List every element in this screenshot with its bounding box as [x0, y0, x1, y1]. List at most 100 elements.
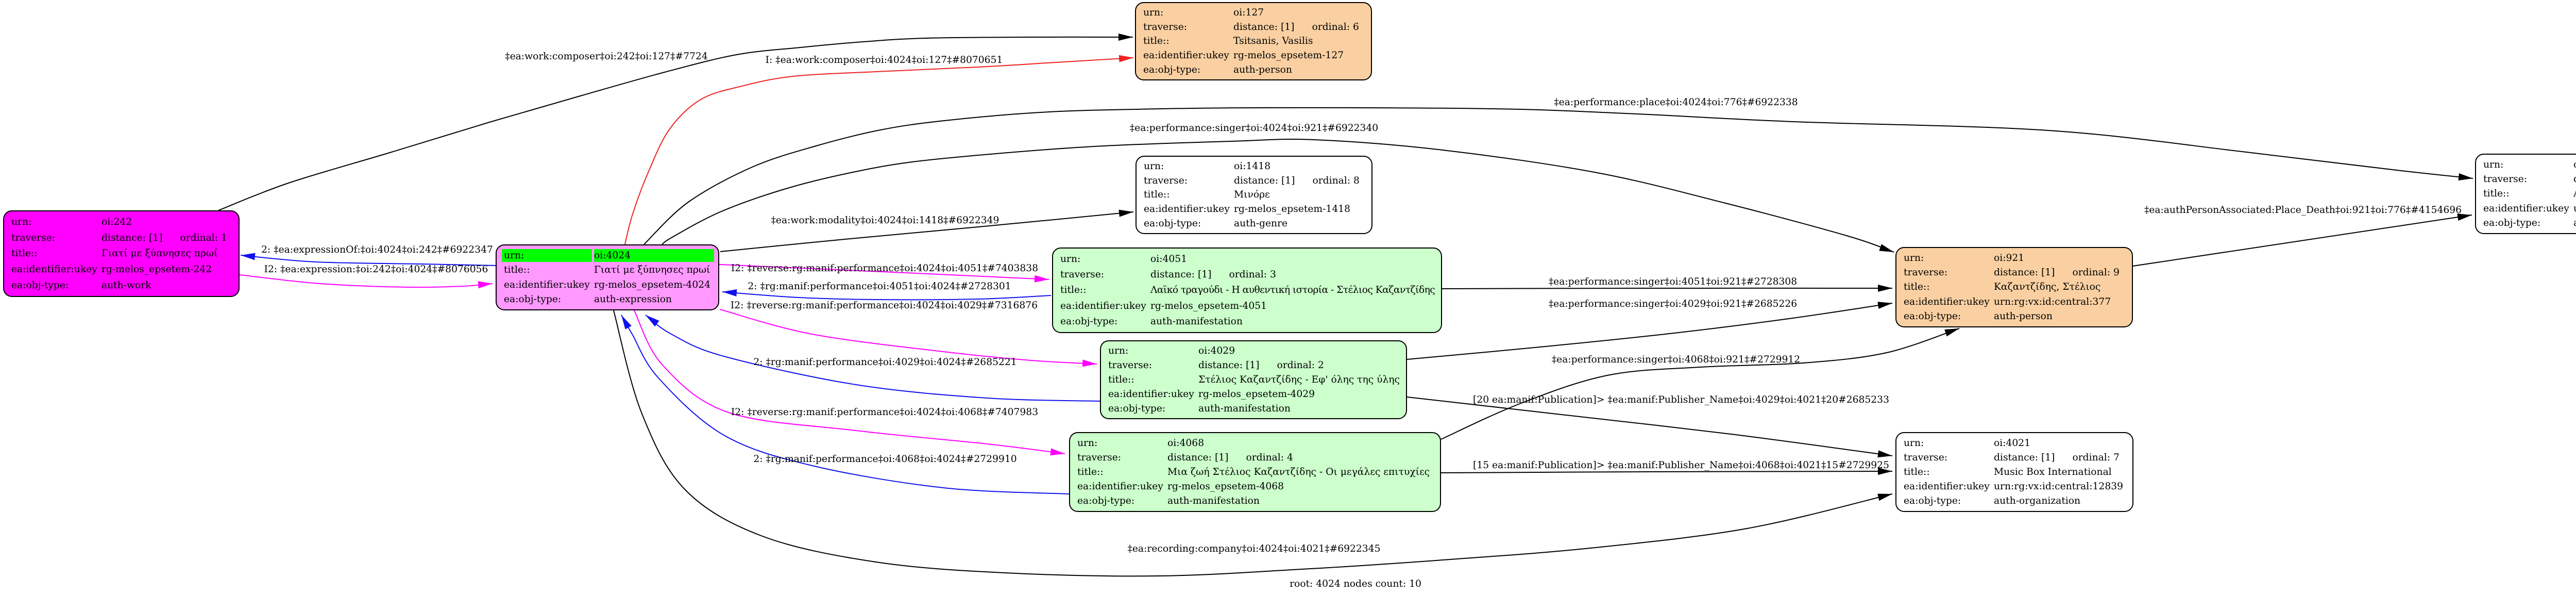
graph-node-4051[interactable]: urn: oi:4051 traverse: distance: [1]ordi…	[1052, 247, 1442, 333]
node-cell-value: oi:4029	[1198, 345, 1235, 357]
node-cell-value: Music Box International	[1994, 466, 2112, 477]
edge-label-recording-company-4024-4021: ‡ea:recording:company‡oi:4024‡oi:4021‡#6…	[1127, 543, 1381, 554]
edge-label-work-composer-4024-127: I: ‡ea:work:composer‡oi:4024‡oi:127‡#807…	[765, 55, 1003, 65]
edge-performance-place-4024-776[interactable]	[643, 107, 2473, 245]
edge-manif-publisher-name-4068-4021[interactable]	[1440, 468, 1893, 475]
edge-reverse-manif-performance-4024-4051[interactable]	[719, 264, 1049, 283]
node-row: title:: Μια ζωή Στέλιος Καζαντζίδης - Οι…	[1077, 466, 1436, 478]
edge-label-manif-performance-4051-4024: 2: ‡rg:manif:performance‡oi:4051‡oi:4024…	[748, 281, 1011, 292]
node-cell-value: distance: [1]	[1233, 21, 1295, 32]
edge-expressionOf-4024-242[interactable]	[240, 253, 496, 266]
node-row: title:: Στέλιος Καζαντζίδης - Εφ' όλης τ…	[1108, 373, 1402, 386]
graph-node-127[interactable]: urn: oi:127 traverse: distance: [1]ordin…	[1135, 2, 1372, 80]
node-cell-value: auth-work	[101, 280, 151, 291]
node-row: urn: oi:242	[11, 216, 234, 228]
edge-performance-singer-4068-921[interactable]	[1440, 328, 1960, 440]
edge-reverse-manif-performance-4024-4068[interactable]	[634, 310, 1065, 456]
edge-manif-performance-4029-4024[interactable]	[645, 315, 1100, 402]
node-cell-label: traverse:	[1904, 452, 1948, 463]
node-row: traverse: distance: [1]ordinal: 6	[1143, 21, 1367, 34]
edge-label-manif-performance-4068-4024: 2: ‡rg:manif:performance‡oi:4068‡oi:4024…	[753, 454, 1017, 465]
edge-expression-242-4024[interactable]	[239, 274, 493, 289]
edge-label-reverse-manif-performance-4024-4068: I2: ‡reverse:rg:manif:performance‡oi:402…	[731, 407, 1039, 418]
node-cell-label: ea:identifier:ukey	[1143, 50, 1229, 61]
node-row: ea:obj-type: auth-organization	[1904, 494, 2128, 507]
node-cell-value: auth-place	[2573, 217, 2576, 229]
node-cell-value: auth-manifestation	[1198, 403, 1291, 414]
node-cell-label: title::	[504, 265, 530, 276]
node-cell-label: ea:obj-type:	[2483, 218, 2541, 229]
edge-reverse-manif-performance-4024-4029[interactable]	[719, 309, 1097, 367]
graph-node-242[interactable]: urn: oi:242 traverse: distance: [1]ordin…	[3, 210, 240, 297]
graph-node-921[interactable]: urn: oi:921 traverse: distance: [1]ordin…	[1895, 247, 2133, 327]
node-cell-label: ea:identifier:ukey	[11, 264, 97, 275]
node-row: ea:identifier:ukey urn:rg:vx:id:central:…	[2483, 202, 2576, 215]
node-cell-label: ea:identifier:ukey	[1904, 481, 1990, 492]
node-row: ea:identifier:ukey rg-melos_epsetem-1418	[1144, 203, 1367, 216]
node-cell-value: oi:776	[2573, 158, 2576, 171]
edge-manif-performance-4051-4024[interactable]	[722, 289, 1052, 301]
edge-work-modality-4024-1418[interactable]	[720, 209, 1134, 252]
node-row: title:: Αθήνα	[2483, 187, 2576, 200]
node-cell-value: rg-melos_epsetem-127	[1233, 50, 1344, 61]
node-row: traverse: distance: [1]ordinal: 7	[1904, 451, 2128, 464]
node-cell-value: Στέλιος Καζαντζίδης - Εφ' όλης της ύλης	[1198, 374, 1400, 385]
node-cell-label: ea:obj-type:	[1108, 403, 1166, 414]
graph-node-4068[interactable]: urn: oi:4068 traverse: distance: [1]ordi…	[1069, 432, 1441, 512]
node-cell-value: Αθήνα	[2573, 187, 2576, 200]
graph-node-4021[interactable]: urn: oi:4021 traverse: distance: [1]ordi…	[1895, 432, 2133, 512]
node-cell-value: urn:rg:vx:id:central:216	[2573, 202, 2576, 215]
node-cell-value2: ordinal: 3	[1229, 269, 1276, 280]
node-cell-value: distance: [1]	[1167, 452, 1229, 463]
node-cell-value: oi:4051	[1150, 253, 1188, 265]
node-cell-value: distance: [1]	[101, 232, 163, 243]
node-cell-value: oi:4068	[1167, 437, 1205, 449]
node-row: traverse: distance: [1]ordinal: 5	[2483, 173, 2576, 186]
edge-performance-singer-4029-921[interactable]	[1406, 302, 1893, 360]
node-cell-value: distance: [1]	[2573, 173, 2576, 186]
edge-manif-performance-4068-4024[interactable]	[621, 315, 1070, 494]
node-row: ea:identifier:ukey urn:rg:vx:id:central:…	[1904, 295, 2128, 308]
node-cell-label: urn:	[502, 249, 592, 262]
node-cell-value2: ordinal: 9	[2072, 267, 2120, 278]
node-row: traverse: distance: [1]ordinal: 1	[11, 232, 234, 244]
edge-recording-company-4024-4021[interactable]	[613, 310, 1893, 577]
node-cell-label: ea:obj-type:	[11, 280, 69, 291]
node-row: title:: Λαϊκό τραγούδι - Η αυθεντική ιστ…	[1060, 284, 1437, 296]
graph-node-776[interactable]: urn: oi:776 traverse: distance: [1]ordin…	[2475, 154, 2576, 234]
edge-label-performance-singer-4068-921: ‡ea:performance:singer‡oi:4068‡oi:921‡#2…	[1551, 354, 1801, 365]
node-cell-value: rg-melos_epsetem-1418	[1234, 204, 1350, 215]
graph-node-4029[interactable]: urn: oi:4029 traverse: distance: [1]ordi…	[1100, 340, 1407, 419]
edge-work-composer-4024-127[interactable]	[624, 55, 1134, 245]
node-cell-value: oi:4021	[1994, 437, 2031, 449]
node-cell-value: rg-melos_epsetem-4051	[1150, 300, 1267, 311]
node-cell-label: ea:obj-type:	[1060, 316, 1118, 327]
node-cell-label: title::	[1143, 36, 1170, 47]
node-cell-label: urn:	[1060, 253, 1081, 265]
edge-label-expressionOf-4024-242: 2: ‡ea:expressionOf:‡oi:4024‡oi:242‡#692…	[261, 244, 493, 255]
node-cell-label: urn:	[1904, 437, 1924, 449]
node-cell-label: urn:	[1144, 161, 1164, 172]
edge-label-reverse-manif-performance-4024-4029: I2: ‡reverse:rg:manif:performance‡oi:402…	[730, 300, 1038, 311]
node-row: title:: Music Box International	[1904, 466, 2128, 478]
node-cell-value: oi:1418	[1234, 161, 1271, 172]
edge-label-work-composer-242-127: ‡ea:work:composer‡oi:242‡oi:127‡#7724	[505, 51, 708, 62]
node-cell-value: rg-melos_epsetem-4024	[594, 279, 710, 290]
edge-performance-singer-4051-921[interactable]	[1442, 284, 1893, 292]
edge-authPersonAssociated-place-death-921-776[interactable]	[2132, 213, 2472, 267]
node-cell-value: auth-organization	[1994, 495, 2081, 507]
node-cell-label: urn:	[11, 216, 32, 227]
node-cell-label: title::	[1904, 466, 1930, 477]
node-row: urn: oi:4051	[1060, 253, 1437, 266]
edge-manif-publisher-name-4029-4021[interactable]	[1406, 396, 1893, 458]
edge-work-composer-242-127[interactable]	[218, 33, 1133, 211]
node-row: ea:obj-type: auth-genre	[1144, 217, 1367, 230]
graph-node-4024[interactable]: urn: oi:4024 title:: Γιατί με ξύπνησες π…	[496, 244, 719, 310]
graph-node-1418[interactable]: urn: oi:1418 traverse: distance: [1]ordi…	[1136, 156, 1372, 234]
node-cell-label: title::	[1060, 285, 1087, 296]
edge-label-authPersonAssociated-place-death-921-776: ‡ea:authPersonAssociated:Place_Death‡oi:…	[2144, 205, 2462, 216]
edge-performance-singer-4024-921[interactable]	[662, 139, 1894, 253]
node-cell-value: distance: [1]	[1994, 267, 2055, 278]
